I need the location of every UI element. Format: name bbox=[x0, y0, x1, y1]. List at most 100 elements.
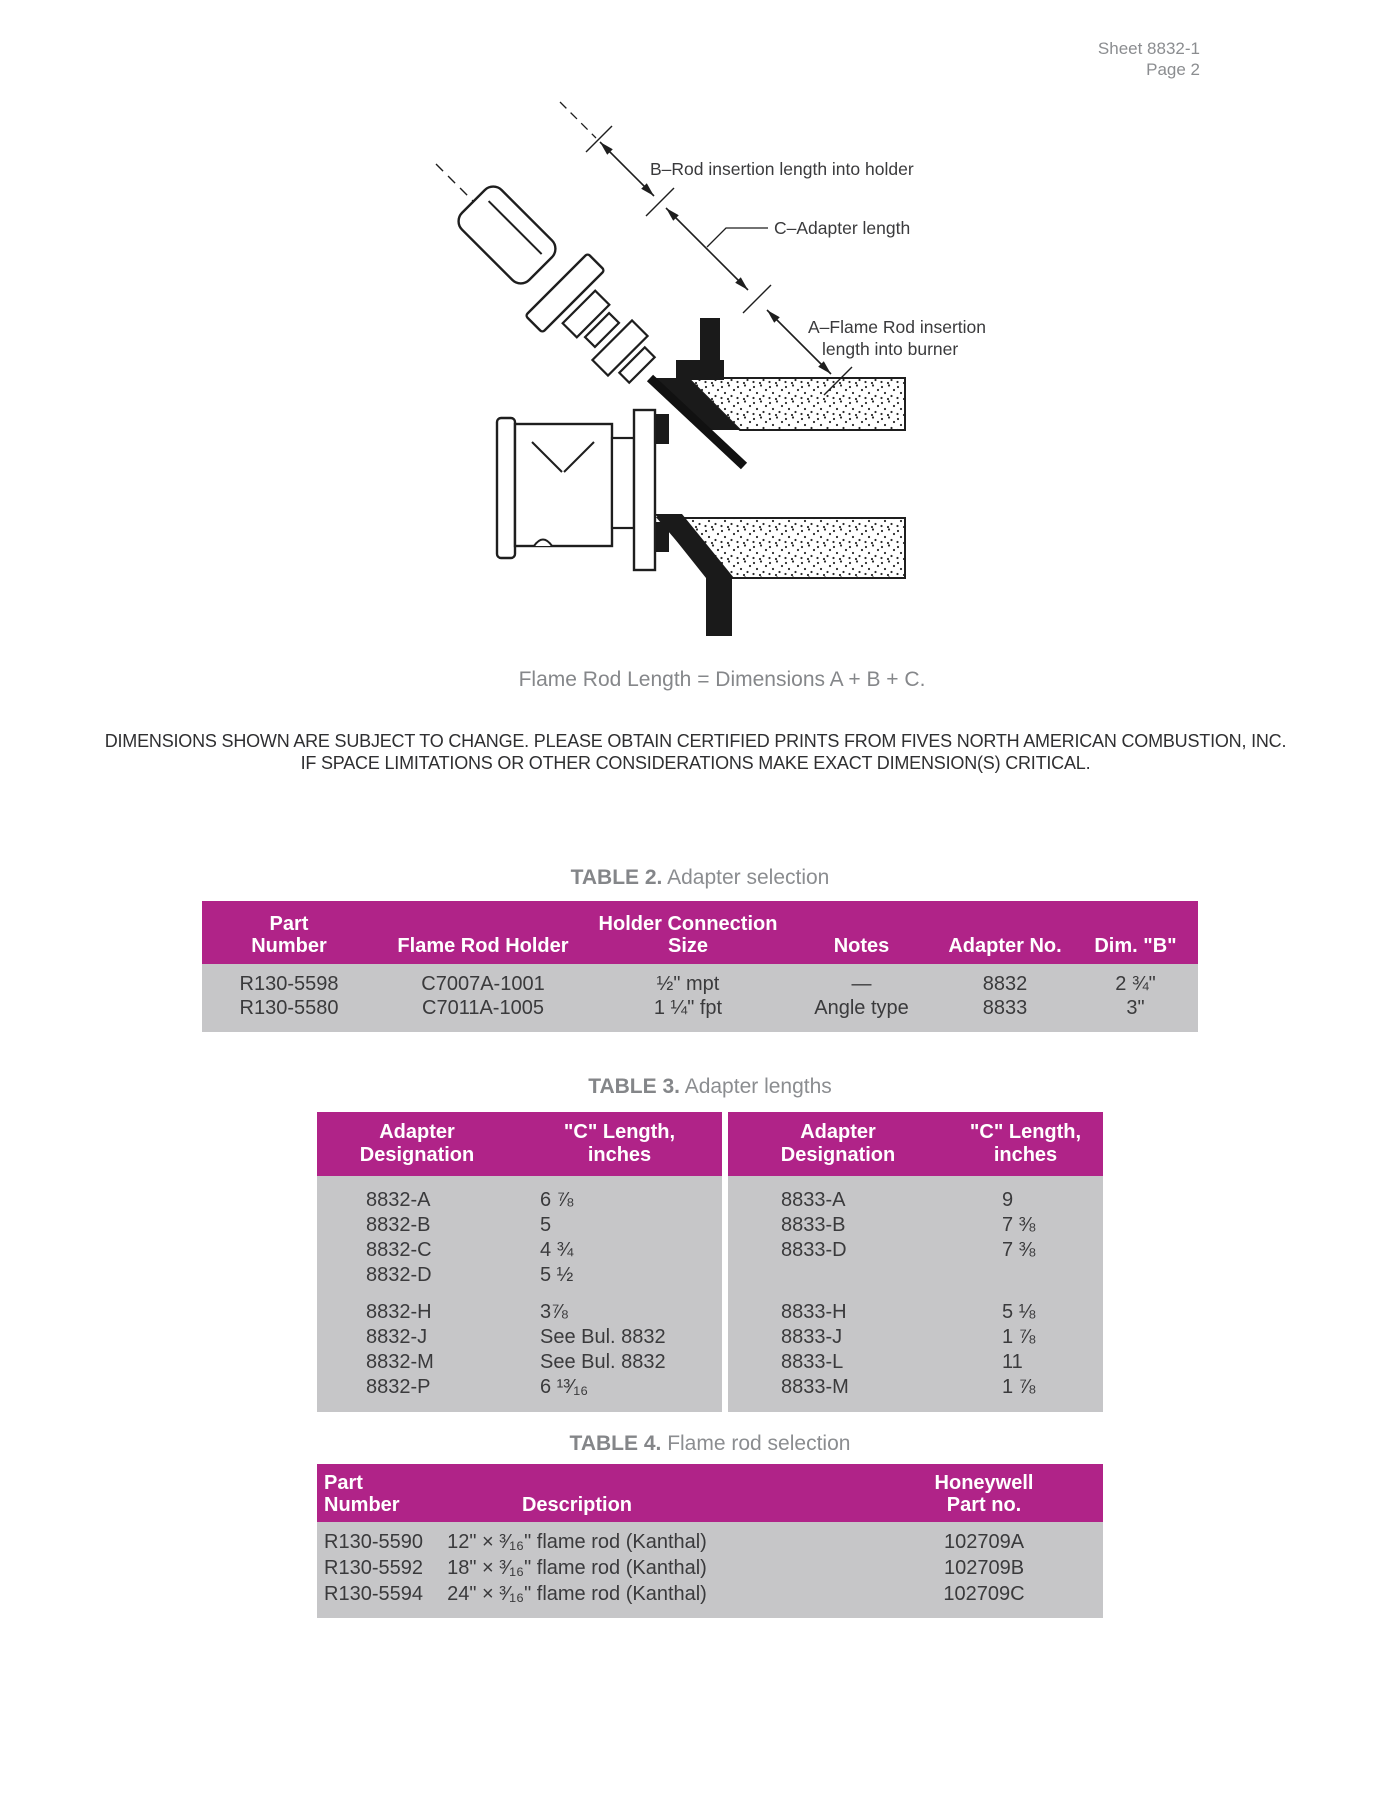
flame-rod-diagram: B–Rod insertion length into holder C–Ada… bbox=[435, 101, 986, 636]
plate-seal-upper bbox=[655, 414, 669, 444]
dim-tick-1 bbox=[585, 125, 613, 153]
arrow-b-bottom bbox=[641, 183, 654, 196]
label-c-leader bbox=[706, 227, 768, 248]
table2-header-notes: Notes bbox=[833, 935, 890, 957]
plate-seal-lower bbox=[655, 522, 669, 552]
tee-funnel-left bbox=[531, 441, 563, 473]
holder-body bbox=[457, 185, 557, 285]
arrow-c-bottom bbox=[735, 277, 748, 290]
disclaimer-line1: DIMENSIONS SHOWN ARE SUBJECT TO CHANGE. … bbox=[104, 731, 1287, 751]
centerline-dashed bbox=[435, 163, 479, 207]
gasket-band-upper bbox=[652, 378, 740, 430]
arrow-b-top bbox=[600, 142, 613, 155]
table2-title-text: Adapter selection bbox=[667, 866, 830, 889]
arrow-a-top bbox=[767, 310, 780, 323]
tee-body bbox=[513, 422, 614, 548]
dim-label-a-line1: A–Flame Rod insertion bbox=[808, 317, 986, 337]
burner-wall-upper bbox=[685, 377, 906, 431]
dim-tick-4 bbox=[823, 366, 853, 396]
tee-flange bbox=[495, 416, 517, 560]
page-number: Page 2 bbox=[1146, 60, 1200, 79]
dim-tick-2 bbox=[645, 187, 675, 217]
bracket-foot bbox=[706, 576, 732, 636]
dim-label-c: C–Adapter length bbox=[774, 218, 910, 238]
dim-line-a bbox=[766, 309, 832, 375]
disclaimer-line2: IF SPACE LIMITATIONS OR OTHER CONSIDERAT… bbox=[300, 752, 1091, 773]
bracket-upper-bar bbox=[676, 360, 724, 380]
holder-body-slot bbox=[487, 200, 543, 255]
holder-collar-1 bbox=[583, 311, 621, 349]
mounting-plate bbox=[632, 408, 657, 572]
dim-line-c bbox=[665, 207, 749, 291]
table4-title-number: TABLE 4. bbox=[569, 1432, 662, 1455]
flame-rod bbox=[646, 374, 748, 470]
tee-funnel-right bbox=[563, 441, 595, 473]
holder-nut-2 bbox=[590, 318, 650, 378]
holder-flange bbox=[525, 253, 605, 333]
arrow-c-top bbox=[666, 208, 679, 221]
table3-title-number: TABLE 3. bbox=[588, 1075, 680, 1098]
figure-caption: Flame Rod Length = Dimensions A + B + C. bbox=[518, 668, 926, 691]
table4-title-text: Flame rod selection bbox=[667, 1432, 851, 1455]
sheet-number: Sheet 8832-1 bbox=[1097, 39, 1200, 58]
table2-title-number: TABLE 2. bbox=[570, 866, 663, 889]
table4-header-description: Description bbox=[521, 1494, 633, 1516]
gasket-band-lower bbox=[655, 514, 734, 578]
dim-label-a-line2: length into burner bbox=[822, 339, 958, 359]
tee-socket bbox=[610, 436, 636, 530]
tee-notch bbox=[533, 538, 553, 547]
table2-header-dim-b: Dim. "B" bbox=[1094, 935, 1177, 957]
arrow-a-bottom bbox=[818, 361, 831, 374]
table3-title: TABLE 3. Adapter lengths bbox=[317, 1075, 1103, 1099]
table4-title: TABLE 4. Flame rod selection bbox=[317, 1432, 1103, 1456]
dim-tick-3 bbox=[742, 284, 772, 314]
holder-nut-1 bbox=[561, 289, 611, 339]
table2-header-adapter-no: Adapter No. bbox=[948, 935, 1062, 957]
dim-extension-dashed bbox=[559, 101, 597, 139]
table3-header-length: "C" Length,inches bbox=[969, 1121, 1082, 1166]
bracket-upper-stub bbox=[700, 318, 720, 364]
sheet-reference: Sheet 8832-1 Page 2 bbox=[900, 38, 1200, 80]
table3-title-text: Adapter lengths bbox=[684, 1075, 832, 1098]
holder-collar-2 bbox=[617, 345, 657, 385]
